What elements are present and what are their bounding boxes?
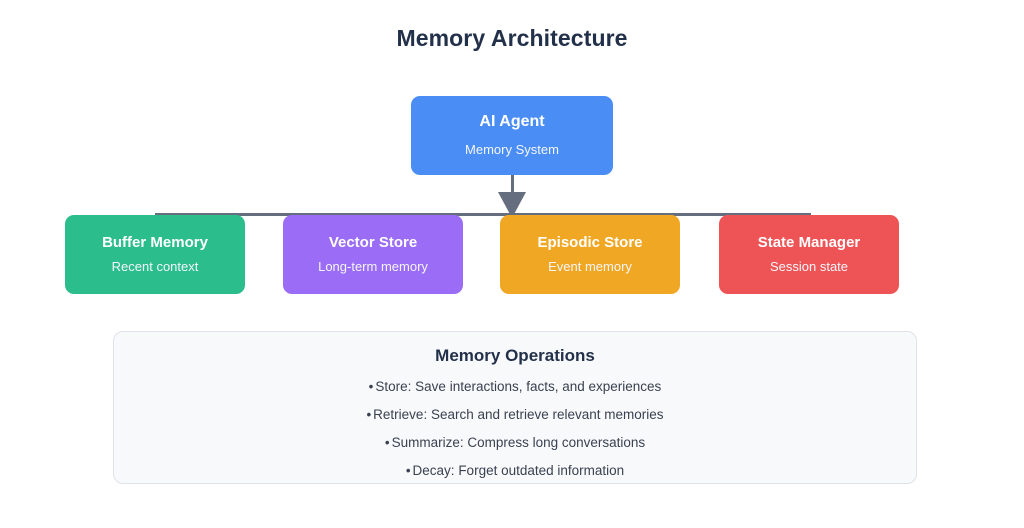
node-episodic-store-subtitle: Event memory xyxy=(548,259,632,275)
memory-operations-panel: Memory Operations •Store: Save interacti… xyxy=(113,331,917,484)
node-episodic-store-title: Episodic Store xyxy=(537,233,643,251)
list-item-label: Retrieve: Search and retrieve relevant m… xyxy=(373,407,664,422)
list-item-label: Store: Save interactions, facts, and exp… xyxy=(375,379,662,394)
node-vector-store[interactable]: Vector Store Long-term memory xyxy=(283,215,463,294)
node-state-manager-subtitle: Session state xyxy=(769,259,849,275)
node-vector-store-subtitle: Long-term memory xyxy=(318,259,428,275)
list-item: •Decay: Forget outdated information xyxy=(114,463,916,478)
node-ai-agent[interactable]: AI Agent Memory System xyxy=(411,96,613,175)
list-item: •Summarize: Compress long conversations xyxy=(114,435,916,450)
bullet-icon: • xyxy=(368,379,374,394)
node-state-manager[interactable]: State Manager Session state xyxy=(719,215,899,294)
list-item-label: Summarize: Compress long conversations xyxy=(391,435,646,450)
memory-operations-heading: Memory Operations xyxy=(435,346,595,365)
connector-arrowhead-icon xyxy=(498,192,526,218)
list-item: •Retrieve: Search and retrieve relevant … xyxy=(114,407,916,422)
memory-operations-list: •Store: Save interactions, facts, and ex… xyxy=(114,379,916,478)
node-vector-store-title: Vector Store xyxy=(328,233,418,251)
node-ai-agent-subtitle: Memory System xyxy=(465,141,559,157)
node-buffer-memory[interactable]: Buffer Memory Recent context xyxy=(65,215,245,294)
node-state-manager-title: State Manager xyxy=(757,233,861,251)
node-ai-agent-title: AI Agent xyxy=(479,113,545,131)
node-buffer-memory-subtitle: Recent context xyxy=(111,259,199,275)
list-item-label: Decay: Forget outdated information xyxy=(412,463,625,478)
connector-vertical-drop xyxy=(511,175,514,199)
bullet-icon: • xyxy=(405,463,411,478)
bullet-icon: • xyxy=(384,435,390,450)
connector-horizontal-bus xyxy=(155,213,811,216)
list-item: •Store: Save interactions, facts, and ex… xyxy=(114,379,916,394)
bullet-icon: • xyxy=(366,407,372,422)
page-title: Memory Architecture xyxy=(396,25,628,51)
node-buffer-memory-title: Buffer Memory xyxy=(102,233,208,251)
node-episodic-store[interactable]: Episodic Store Event memory xyxy=(500,215,680,294)
